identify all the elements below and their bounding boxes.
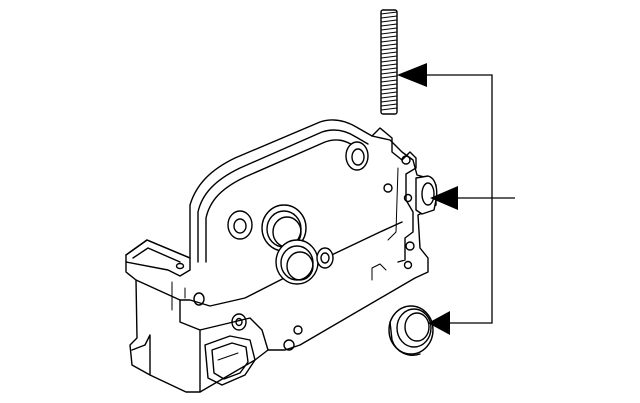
stud-thread-line — [380, 71, 398, 75]
stud-thread-line — [380, 15, 398, 19]
callout-arrow-oil-seal[interactable] — [428, 311, 450, 335]
bolt-hole — [193, 292, 205, 306]
cover-port-opening — [204, 335, 256, 386]
bolt-hole — [231, 313, 247, 331]
stud-thread-line — [380, 59, 398, 63]
stud-thread-line — [380, 47, 398, 51]
cover-boss-left — [227, 210, 253, 240]
stud-thread-line — [380, 11, 398, 15]
stud-thread-line — [380, 75, 398, 79]
stud-thread-line — [380, 27, 398, 31]
callout-arrow-cover[interactable] — [430, 186, 458, 210]
stud-thread-line — [380, 95, 398, 99]
cover-seal-ring-lower — [275, 239, 319, 285]
cover-boss-right — [316, 247, 334, 269]
oil-seal-part[interactable] — [388, 305, 434, 356]
stud-thread-line — [380, 51, 398, 55]
cylinder-head-cover-part[interactable] — [125, 119, 438, 393]
cover-lower-face — [135, 221, 403, 307]
cover-right-bracket — [371, 127, 417, 263]
stud-thread-line — [380, 39, 398, 43]
stud-thread-line — [380, 23, 398, 27]
callout-bracket-line — [427, 74, 493, 324]
stud-thread-line — [380, 43, 398, 47]
stud-thread-line — [380, 91, 398, 95]
callout-arrow-stud[interactable] — [397, 63, 427, 87]
stud-thread-line — [380, 83, 398, 87]
stud-part[interactable] — [380, 9, 398, 115]
stud-thread-line — [380, 103, 398, 107]
stud-thread-line — [380, 19, 398, 23]
stud-thread-line — [380, 87, 398, 91]
stud-thread-line — [380, 31, 398, 35]
stud-threads — [380, 11, 398, 111]
stud-thread-line — [380, 79, 398, 83]
stud-thread-line — [380, 55, 398, 59]
stud-thread-line — [380, 67, 398, 71]
callout-leaders — [397, 63, 515, 335]
stud-thread-line — [380, 99, 398, 103]
cover-boss-top — [345, 141, 369, 171]
cover-left-flange — [125, 239, 191, 277]
stud-thread-line — [380, 107, 398, 111]
stud-thread-line — [380, 35, 398, 39]
cover-top-ridge — [197, 129, 369, 263]
bolt-hole — [283, 339, 295, 351]
stud-thread-line — [380, 63, 398, 67]
